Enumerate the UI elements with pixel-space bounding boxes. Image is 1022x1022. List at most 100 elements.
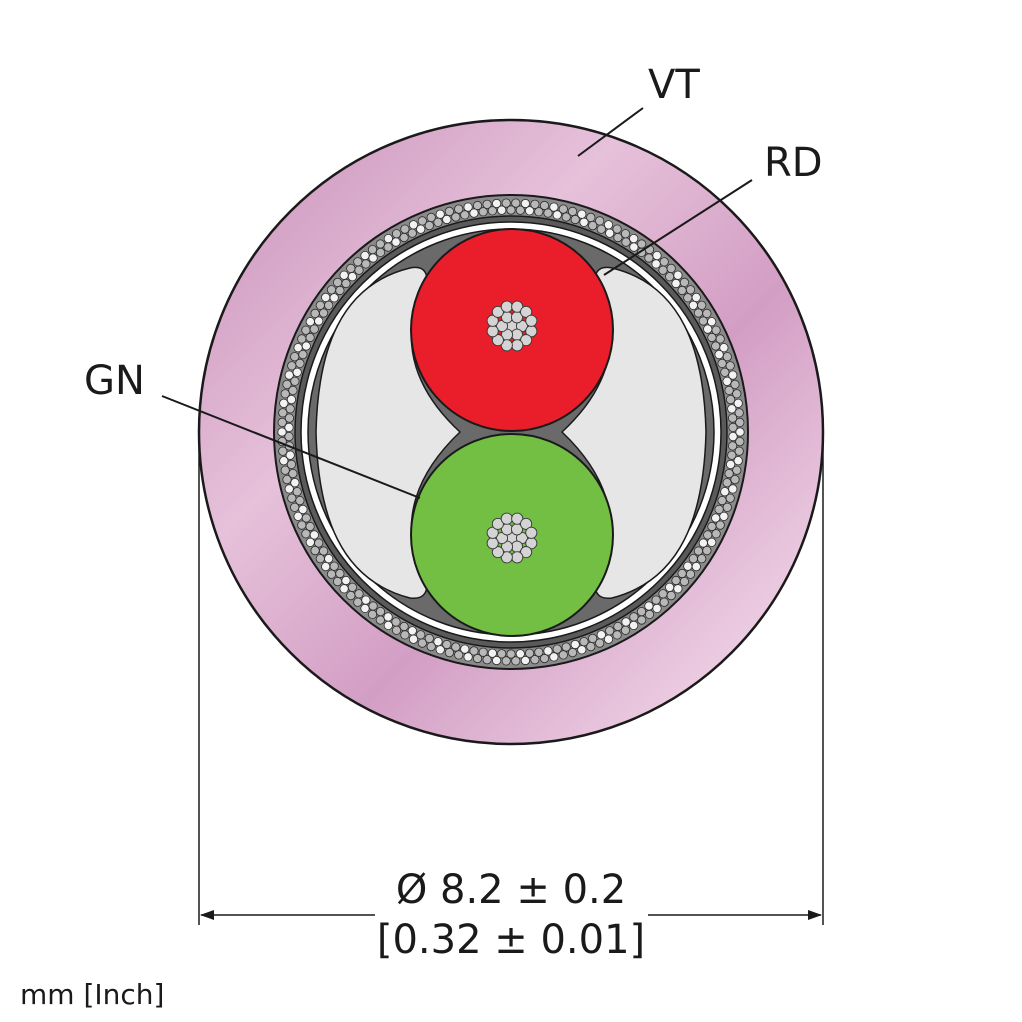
braid-strand	[288, 468, 298, 479]
braid-strand	[353, 597, 363, 607]
braid-strand	[515, 205, 525, 215]
braid-strand	[697, 300, 707, 310]
braid-strand	[677, 568, 687, 579]
braid-strand	[346, 263, 356, 273]
braid-strand	[549, 652, 559, 662]
braid-strand	[605, 228, 615, 238]
braid-strand	[673, 584, 683, 594]
braid-strand	[277, 427, 287, 437]
braid-strand	[629, 612, 639, 622]
braid-strand	[629, 242, 639, 252]
braid-strand	[433, 217, 443, 227]
conductor-strand	[511, 300, 524, 313]
braid-strand	[730, 379, 740, 389]
braid-strand	[588, 221, 598, 231]
braid-strand	[561, 642, 571, 652]
conductor-strand	[520, 334, 533, 347]
braid-strand	[666, 263, 676, 273]
braid-strand	[735, 417, 745, 427]
braid-strand	[487, 648, 497, 658]
braid-strand	[463, 202, 473, 212]
braid-strand	[286, 394, 296, 405]
braid-strand	[679, 277, 690, 287]
braid-strand	[314, 316, 324, 326]
braid-strand	[284, 431, 294, 442]
braid-strand	[579, 217, 589, 227]
conductor-strand	[500, 339, 513, 352]
braid-strand	[570, 214, 580, 225]
braid-strand	[688, 300, 698, 310]
braid-strand	[339, 584, 349, 594]
conductor-strand	[511, 551, 524, 564]
braid-strand	[722, 376, 732, 386]
braid-strand	[318, 546, 329, 556]
braid-strands	[277, 198, 745, 666]
braid-strand	[561, 212, 571, 222]
braid-strand	[734, 446, 744, 456]
braid-strand	[735, 436, 745, 447]
braid-strand	[347, 582, 357, 592]
braid-strand	[728, 431, 738, 442]
braid-strand	[501, 198, 511, 208]
braid-strand	[698, 538, 708, 548]
braid-strand	[552, 210, 562, 220]
braid-strand	[727, 413, 738, 423]
braid-strand	[534, 207, 544, 217]
braid-strand	[454, 204, 464, 214]
braid-strand	[482, 655, 492, 665]
braid-strand	[691, 561, 701, 572]
braid-strand	[520, 198, 531, 209]
braid-strand	[732, 465, 742, 475]
conductor-strand	[511, 512, 524, 525]
red-wire-conductor	[486, 300, 538, 352]
braid-strand	[734, 408, 744, 418]
braid-strand	[506, 205, 516, 215]
braid-strand	[711, 513, 721, 523]
braid-strand	[717, 495, 727, 506]
braid-strand	[391, 617, 401, 627]
braid-strand	[375, 606, 386, 617]
braid-strand	[324, 554, 334, 564]
braid-strand	[730, 474, 740, 485]
braid-strand	[613, 621, 623, 632]
braid-strand	[279, 456, 289, 466]
braid-strand	[407, 228, 417, 238]
braid-strand	[433, 637, 443, 647]
braid-strand	[472, 200, 483, 211]
braid-strand	[368, 253, 378, 263]
braid-strand	[530, 655, 540, 665]
braid-strand	[596, 224, 606, 234]
braid-strand	[658, 265, 668, 275]
braid-strand	[460, 210, 470, 220]
braid-strand	[424, 221, 434, 231]
braid-strand	[727, 450, 737, 460]
braid-strand	[282, 379, 292, 389]
conductor-strand	[500, 512, 513, 525]
braid-strand	[605, 626, 615, 636]
braid-strand	[637, 239, 647, 249]
braid-strand	[524, 206, 535, 216]
braid-strand	[612, 630, 622, 640]
braid-strand	[290, 376, 300, 386]
conductor-strand	[525, 314, 538, 327]
braid-strand	[360, 603, 370, 614]
braid-strand	[567, 647, 578, 658]
braid-strand	[478, 207, 488, 217]
braid-strand	[534, 647, 544, 657]
braid-strand	[530, 199, 540, 209]
braid-strand	[683, 561, 693, 571]
braid-strand	[285, 404, 295, 414]
braid-strand	[442, 214, 452, 225]
braid-strand	[693, 546, 704, 556]
braid-strand	[391, 625, 402, 635]
braid-strand	[698, 316, 708, 326]
braid-strand	[277, 417, 287, 427]
conductor-strand	[500, 300, 513, 313]
braid-strand	[558, 204, 568, 214]
leader-vt	[577, 107, 644, 157]
braid-strand	[720, 367, 730, 377]
braid-strand	[637, 615, 647, 625]
braid-strand	[679, 576, 690, 587]
